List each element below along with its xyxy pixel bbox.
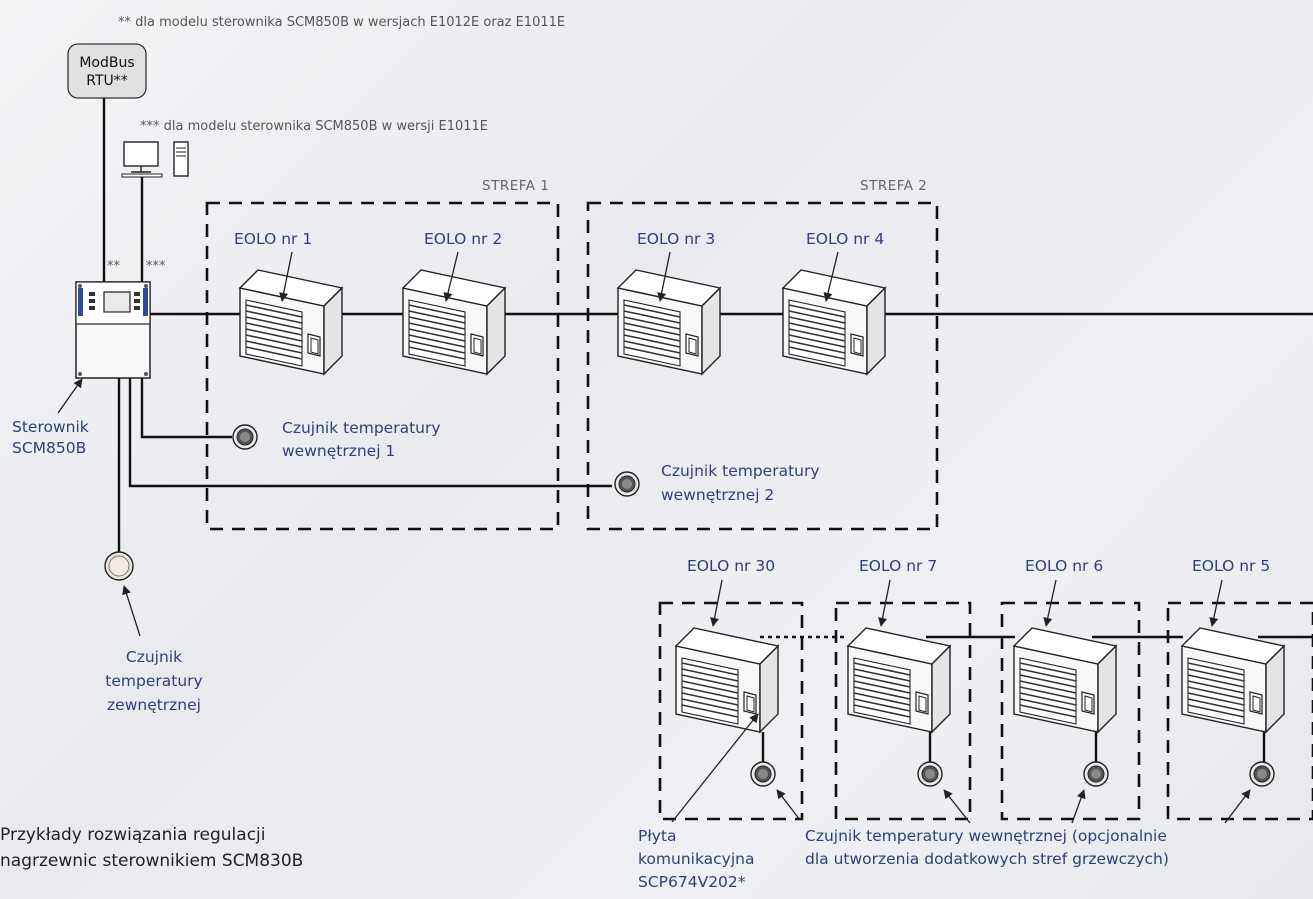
- eolo-1-leader: [279, 251, 293, 302]
- controller-label-2: SCM850B: [12, 439, 86, 457]
- external-sensor: [104, 551, 134, 581]
- heater-eolo-5: [1181, 627, 1285, 733]
- heater-eolo-1: [239, 269, 343, 375]
- eolo-4-leader: [823, 251, 839, 302]
- board-label-1: Płyta: [638, 827, 677, 845]
- zone-eolo-30-box: [658, 601, 804, 821]
- eolo-3-label: EOLO nr 3: [637, 230, 715, 248]
- board-leader: [671, 713, 759, 823]
- sensor-1-label-1: Czujnik temperatury: [282, 419, 441, 437]
- heater-eolo-7: [847, 627, 951, 733]
- port-label-2: **: [107, 259, 121, 274]
- heater-eolo-30: [675, 627, 779, 733]
- zone-eolo-7-box: [834, 601, 972, 821]
- eolo-30-leader: [710, 579, 723, 627]
- optional-sensor-leader-6: [1071, 789, 1086, 824]
- eolo-6-leader: [1043, 579, 1057, 627]
- heater-eolo-3: [617, 269, 721, 375]
- optional-sensor-6: [1083, 761, 1109, 787]
- internal-sensor-2: [614, 471, 640, 497]
- sensor-1-label-2: wewnętrznej 1: [282, 442, 395, 460]
- external-sensor-leader: [122, 585, 141, 637]
- zone-eolo-5-box: [1166, 601, 1313, 821]
- optional-sensor-5: [1249, 761, 1275, 787]
- optional-sensor-7: [917, 761, 943, 787]
- optional-sensor-leader-7: [943, 789, 971, 824]
- caption-line-1: Przykłady rozwiązania regulacji: [0, 825, 266, 845]
- controller-device: [75, 281, 151, 379]
- eolo-5-leader: [1209, 579, 1223, 627]
- eolo-6-label: EOLO nr 6: [1025, 557, 1103, 575]
- caption-line-2: nagrzewnic sterownikiem SCM830B: [0, 851, 303, 871]
- zone-2-label: STREFA 2: [860, 178, 927, 194]
- board-label-3: SCP674V202*: [638, 873, 746, 891]
- controller-label-1: Sterownik: [12, 418, 89, 436]
- sensor-2-label-1: Czujnik temperatury: [661, 462, 820, 480]
- computer-icon: [121, 141, 189, 178]
- external-sensor-label-1: Czujnik: [126, 648, 182, 666]
- heater-eolo-2: [402, 269, 506, 375]
- eolo-4-label: EOLO nr 4: [806, 230, 884, 248]
- optional-sensor-label-1: Czujnik temperatury wewnętrznej (opcjona…: [805, 827, 1167, 845]
- sensor-2-label-2: wewnętrznej 2: [661, 486, 774, 504]
- zone-2-box: [586, 201, 939, 531]
- zone-1-box: [205, 201, 560, 531]
- external-sensor-label-2: temperatury: [105, 672, 202, 690]
- eolo-7-label: EOLO nr 7: [859, 557, 937, 575]
- eolo-2-label: EOLO nr 2: [424, 230, 502, 248]
- heater-eolo-4: [782, 269, 886, 375]
- optional-sensor-leader-30: [776, 789, 801, 821]
- board-label-2: komunikacyjna: [638, 850, 755, 868]
- zone-1-label: STREFA 1: [482, 178, 549, 194]
- controller-leader: [57, 378, 83, 414]
- eolo-30-label: EOLO nr 30: [687, 557, 775, 575]
- note-modbus: ** dla modelu sterownika SCM850B w wersj…: [118, 15, 565, 30]
- modbus-box: [67, 43, 147, 99]
- modbus-label-2: RTU**: [86, 73, 128, 89]
- note-pc: *** dla modelu sterownika SCM850B w wers…: [140, 119, 488, 134]
- sensor-1-wire: [140, 378, 232, 439]
- eolo-5-label: EOLO nr 5: [1192, 557, 1270, 575]
- port-label-3: ***: [146, 259, 166, 274]
- zone-eolo-6-box: [1000, 601, 1141, 821]
- eolo-3-leader: [657, 251, 671, 302]
- internal-sensor-1: [232, 424, 258, 450]
- optional-sensor-label-2: dla utworzenia dodatkowych stref grzewcz…: [805, 850, 1169, 868]
- optional-sensor-30: [750, 761, 776, 787]
- sensor-2-wire: [128, 378, 612, 488]
- eolo-1-label: EOLO nr 1: [234, 230, 312, 248]
- eolo-2-leader: [443, 251, 459, 302]
- external-sensor-label-3: zewnętrznej: [107, 696, 201, 714]
- heater-eolo-6: [1013, 627, 1117, 733]
- modbus-label-1: ModBus: [79, 55, 134, 71]
- eolo-7-leader: [878, 579, 891, 627]
- optional-sensor-leader-5: [1224, 789, 1251, 824]
